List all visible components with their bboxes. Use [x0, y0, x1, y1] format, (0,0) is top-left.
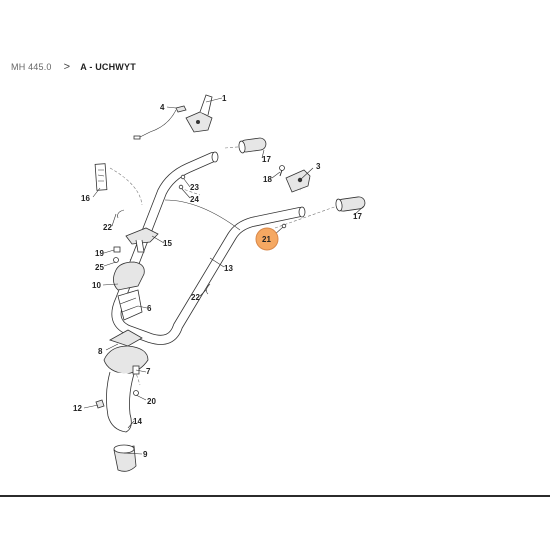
callout-numbers: 1 3 4 6 7 8 9 10 12 13 14 15 16 17 17 18… [73, 94, 362, 459]
bolt-parts-23-24 [178, 174, 186, 190]
callout-24[interactable]: 24 [190, 195, 199, 204]
callout-17a[interactable]: 17 [262, 155, 271, 164]
clip-part-22 [117, 209, 211, 295]
callout-23[interactable]: 23 [190, 183, 199, 192]
callout-21[interactable]: 21 [262, 235, 271, 244]
grip-part-left [238, 137, 267, 154]
callout-20[interactable]: 20 [147, 397, 156, 406]
pin-part-12 [95, 399, 105, 409]
callout-8[interactable]: 8 [98, 347, 103, 356]
label-sticker-part [94, 163, 108, 191]
callout-9[interactable]: 9 [143, 450, 148, 459]
callout-3[interactable]: 3 [316, 162, 321, 171]
callout-7[interactable]: 7 [146, 367, 151, 376]
bracket-part-15 [125, 227, 159, 253]
cable-part [133, 105, 187, 140]
callout-12[interactable]: 12 [73, 404, 82, 413]
callout-14[interactable]: 14 [133, 417, 142, 426]
callout-16[interactable]: 16 [81, 194, 90, 203]
callout-25[interactable]: 25 [95, 263, 104, 272]
base-part-8 [109, 329, 143, 347]
plate-part-6 [117, 289, 143, 321]
washer-part-20 [133, 390, 139, 396]
screw-part-18 [279, 165, 285, 177]
callout-6[interactable]: 6 [147, 304, 152, 313]
bolt-part-19 [113, 246, 121, 253]
callout-1[interactable]: 1 [222, 94, 227, 103]
sleeve-part-9 [113, 444, 137, 472]
switch-part [285, 169, 311, 193]
chevron-right-icon: > [63, 61, 71, 73]
callout-22a[interactable]: 22 [103, 223, 112, 232]
grip-part-right [335, 196, 366, 212]
fastener-part-21 [281, 223, 287, 229]
callout-leaders [83, 97, 365, 455]
callout-22b[interactable]: 22 [191, 293, 200, 302]
breadcrumb: MH 445.0 > A - UCHWYT [11, 60, 136, 74]
nut-part-25 [113, 257, 119, 263]
callout-15[interactable]: 15 [163, 239, 172, 248]
throttle-lever-part [185, 94, 213, 133]
footer-divider [0, 495, 550, 497]
callout-17b[interactable]: 17 [353, 212, 362, 221]
breadcrumb-current-section: A - UCHWYT [80, 62, 136, 72]
callout-13[interactable]: 13 [224, 264, 233, 273]
highlight-marker-21[interactable] [255, 227, 279, 251]
callout-19[interactable]: 19 [95, 249, 104, 258]
breadcrumb-model[interactable]: MH 445.0 [11, 62, 52, 72]
callout-18[interactable]: 18 [263, 175, 272, 184]
handlebar-tube [111, 151, 306, 345]
handle-base-part-10 [113, 261, 145, 291]
callout-4[interactable]: 4 [160, 103, 165, 112]
callout-10[interactable]: 10 [92, 281, 101, 290]
